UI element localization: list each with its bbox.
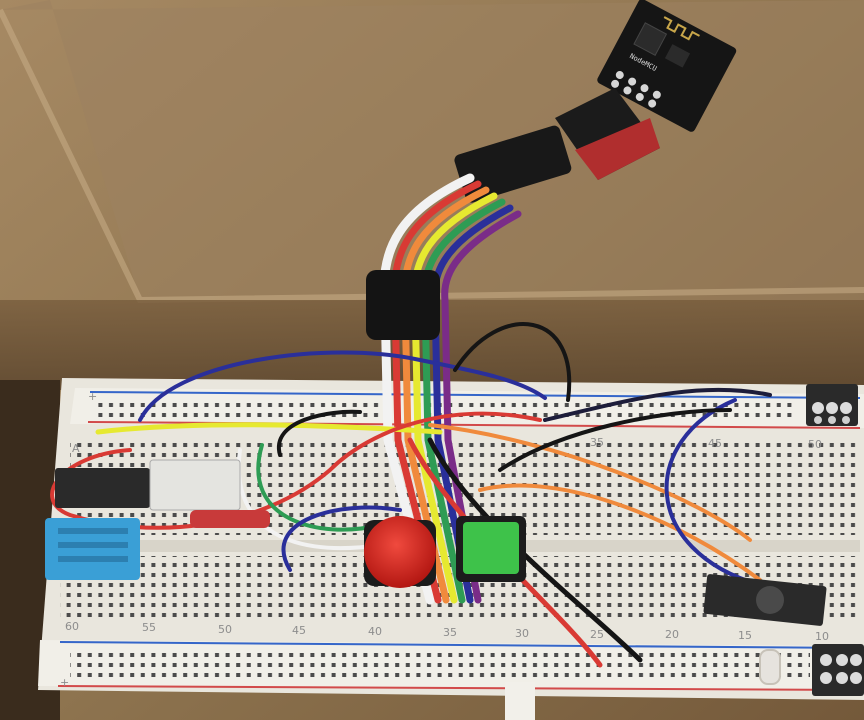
breadboard-clip-bottom — [505, 682, 535, 720]
wire-blue-lower — [281, 505, 402, 572]
resistor-red — [190, 510, 270, 528]
row-letter-a: A — [72, 442, 80, 455]
wire-green — [256, 443, 382, 532]
wire-black-right — [498, 408, 732, 472]
col-label-50-top: 50 — [808, 438, 822, 451]
wire-black-top-left — [276, 409, 362, 457]
rail-line-red-bottom — [57, 685, 861, 691]
female-header-connector — [555, 88, 660, 180]
rail-line-blue-top — [89, 391, 861, 399]
col-label-45-bottom: 45 — [292, 624, 306, 637]
ribbon-header-black — [454, 125, 572, 203]
white-module-block — [149, 459, 241, 511]
wire-black-center — [427, 437, 643, 663]
col-label-60-bottom: 60 — [65, 620, 79, 633]
rail-mark-plus-bottom: + — [60, 676, 69, 689]
led-clear — [759, 649, 781, 685]
col-label-15-bottom: 15 — [738, 629, 752, 642]
sensor-module-board — [55, 468, 150, 508]
col-label-40-bottom: 40 — [368, 625, 382, 638]
green-push-button — [456, 516, 526, 582]
col-label-45-top: 45 — [708, 437, 722, 450]
dht-sensor — [45, 518, 140, 580]
ir-receiver-module — [703, 574, 827, 626]
rail-mark-plus-top: + — [88, 390, 97, 403]
col-label-55-bottom: 55 — [142, 621, 156, 634]
col-label-30-bottom: 30 — [515, 627, 529, 640]
wire-blue-top — [138, 350, 547, 422]
col-label-20-bottom: 20 — [665, 628, 679, 641]
wire-black-loop — [453, 322, 572, 402]
col-label-25-bottom: 25 — [590, 628, 604, 641]
cable-band-black — [366, 270, 440, 340]
col-label-35-top: 35 — [590, 436, 604, 449]
wire-blue-right-loop — [664, 398, 762, 587]
wire-navy-right — [543, 387, 772, 422]
col-label-50-bottom: 50 — [218, 623, 232, 636]
red-push-button — [364, 516, 436, 588]
rail-line-blue-bottom — [59, 641, 861, 649]
wifi-module: NodeMCU — [597, 0, 737, 132]
screw-terminal-top-right — [806, 384, 858, 426]
bottom-rail-holes — [70, 652, 810, 678]
col-label-10-bottom: 10 — [815, 630, 829, 643]
wire-orange-short — [478, 483, 762, 582]
screw-terminal-bottom-right — [812, 644, 864, 696]
col-label-35-bottom: 35 — [443, 626, 457, 639]
wire-orange-long — [428, 423, 752, 542]
